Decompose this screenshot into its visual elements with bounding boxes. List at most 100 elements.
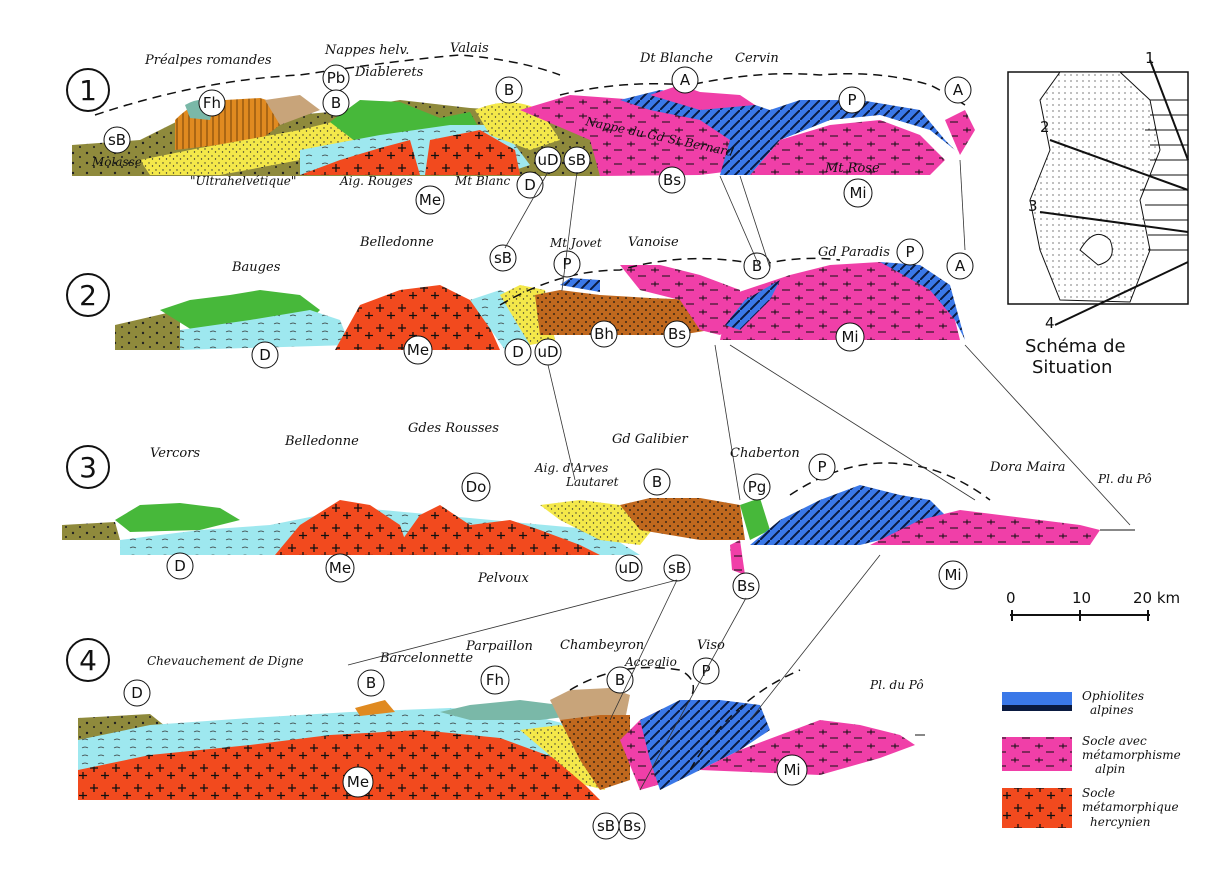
s1-code-D: D bbox=[524, 176, 536, 194]
s1-mont-rose bbox=[750, 120, 945, 175]
situation-massif bbox=[1079, 233, 1113, 266]
s3-code-sB: sB bbox=[668, 559, 686, 577]
legend-hercynian-l3: hercynien bbox=[1090, 815, 1150, 829]
s2-code-uD: uD bbox=[537, 343, 558, 361]
s2-ophio-right bbox=[880, 262, 965, 340]
s1-code-Mi: Mi bbox=[849, 184, 866, 202]
s1-code-sB: sB bbox=[108, 131, 126, 149]
s3-pelvoux bbox=[395, 505, 600, 555]
s4-label-chevauchement-1: Chevauchement de Digne bbox=[147, 654, 304, 668]
s1-hercynian bbox=[300, 130, 520, 175]
s4-code-B-left: B bbox=[366, 674, 376, 692]
s4-label-barcelonnette: Barcelonnette bbox=[379, 651, 473, 666]
situation-inset: 1 2 3 4 Schéma de Situation bbox=[1007, 49, 1189, 378]
s4-brianconnais bbox=[560, 715, 630, 790]
s3-code-Pg: Pg bbox=[748, 478, 767, 496]
section-4: 4 Chevauchement de Digne Barcelonnette P… bbox=[66, 638, 925, 840]
s2-label-vanoise: Vanoise bbox=[628, 235, 679, 250]
s1-label-molasse: Molasse bbox=[91, 155, 142, 169]
s1-label-prealpes: Préalpes romandes bbox=[144, 53, 272, 68]
section-2-number: 2 bbox=[79, 279, 97, 312]
section-3: 3 Vercors Belledonne Gdes Rousses Gd Gal… bbox=[62, 421, 1152, 600]
legend-hercynian-l1: Socle bbox=[1082, 786, 1115, 800]
s4-label-viso: Viso bbox=[697, 638, 725, 653]
scale-label-20: 20 km bbox=[1133, 589, 1180, 607]
s3-label-pelvoux: Pelvoux bbox=[477, 571, 530, 586]
s1-label-aig-rouges: Aig. Rouges bbox=[339, 174, 413, 188]
situation-title-line1: Schéma de bbox=[1025, 336, 1126, 357]
s2-code-P-right: P bbox=[905, 243, 914, 261]
s3-belledonne bbox=[275, 500, 410, 555]
s2-ophio-left bbox=[725, 280, 780, 330]
s2-label-belledonne: Belledonne bbox=[359, 235, 434, 250]
s4-label-acceglio: Acceglio bbox=[624, 655, 677, 669]
s3-label-chaberton: Chaberton bbox=[730, 446, 800, 461]
s1-code-A-right: A bbox=[953, 81, 964, 99]
section-4-marker bbox=[66, 638, 110, 682]
s2-ophio-small bbox=[560, 278, 600, 292]
situation-map-shape bbox=[1029, 71, 1161, 303]
s3-green bbox=[115, 503, 240, 532]
s1-label-valais: Valais bbox=[450, 41, 489, 56]
section-4-number: 4 bbox=[79, 644, 97, 677]
s2-code-Me: Me bbox=[407, 341, 429, 359]
s3-label-po: Pl. du Pô bbox=[1097, 472, 1152, 486]
s3-code-B: B bbox=[652, 473, 662, 491]
s2-code-sB: sB bbox=[494, 249, 512, 267]
s2-label-bauges: Bauges bbox=[231, 260, 281, 275]
s1-codes: sB Fh Pb B B A P A Me D uD sB Bs Mi bbox=[103, 64, 972, 215]
s1-code-uD: uD bbox=[537, 151, 558, 169]
section-2-marker bbox=[66, 273, 110, 317]
s2-code-B: B bbox=[752, 257, 762, 275]
s1-code-Bs: Bs bbox=[663, 171, 681, 189]
s2-code-A: A bbox=[955, 257, 966, 275]
scale-label-0: 0 bbox=[1006, 589, 1016, 607]
s2-restored-profile bbox=[499, 257, 841, 306]
legend: Ophiolites alpines Socle avec métamorphi… bbox=[1002, 689, 1181, 829]
s2-cyan bbox=[180, 310, 350, 350]
s2-code-P-left: P bbox=[562, 255, 571, 273]
s1-label-mt-rose: Mt Rose bbox=[824, 161, 880, 176]
situation-line-1 bbox=[1149, 59, 1189, 161]
legend-swatch-hercynian-basement bbox=[1002, 788, 1072, 828]
legend-alpine-l2: métamorphisme bbox=[1082, 748, 1181, 762]
s3-dora-maira bbox=[870, 510, 1100, 545]
section-1-number: 1 bbox=[79, 74, 97, 107]
s3-label-vercors: Vercors bbox=[150, 446, 200, 461]
s3-label-dora-maira: Dora Maira bbox=[989, 460, 1066, 475]
s3-code-Me: Me bbox=[329, 559, 351, 577]
legend-alpine-l1: Socle avec bbox=[1082, 734, 1147, 748]
s2-bs bbox=[620, 265, 740, 335]
section-3-marker bbox=[66, 445, 110, 489]
situation-hatching bbox=[1140, 99, 1188, 251]
s1-label-ultrahelvetique: "Ultrahelvétique" bbox=[190, 174, 296, 188]
s2-code-D-left: D bbox=[259, 346, 271, 364]
s1-label-nappes-helv: Nappes helv. bbox=[324, 43, 409, 58]
s4-hercynian bbox=[78, 730, 600, 800]
s1-code-Me: Me bbox=[419, 191, 441, 209]
s4-orange-klippe bbox=[355, 700, 395, 716]
s1-code-B-right: B bbox=[504, 81, 514, 99]
s3-label-gdes-rousses: Gdes Rousses bbox=[408, 421, 499, 436]
s1-code-Fh: Fh bbox=[203, 94, 221, 112]
s1-tan bbox=[265, 95, 320, 125]
s4-code-B-right: B bbox=[615, 671, 625, 689]
s3-codes: Do B Pg P D Me uD sB Bs Mi bbox=[166, 453, 968, 600]
s4-code-Bs: Bs bbox=[623, 817, 641, 835]
s1-restored-profile-b bbox=[559, 73, 966, 106]
section-1: 1 Préalpes romandes Nappes helv. Valais … bbox=[66, 41, 975, 215]
situation-line-2 bbox=[1049, 139, 1189, 191]
s2-code-Bh: Bh bbox=[594, 325, 614, 343]
s4-restored-profile-2 bbox=[689, 669, 801, 771]
situation-line-4 bbox=[1054, 261, 1189, 326]
s3-code-uD: uD bbox=[618, 559, 639, 577]
s4-codes: D B Fh B P Me sB Bs Mi bbox=[123, 657, 808, 840]
s1-code-Pb: Pb bbox=[327, 69, 346, 87]
scale-label-10: 10 bbox=[1072, 589, 1091, 607]
s1-code-P: P bbox=[847, 91, 856, 109]
legend-hercynian-l2: métamorphique bbox=[1082, 800, 1179, 814]
s1-label-cervin: Cervin bbox=[735, 51, 779, 66]
s4-teal bbox=[440, 700, 580, 720]
s3-brianconnais bbox=[620, 498, 745, 540]
